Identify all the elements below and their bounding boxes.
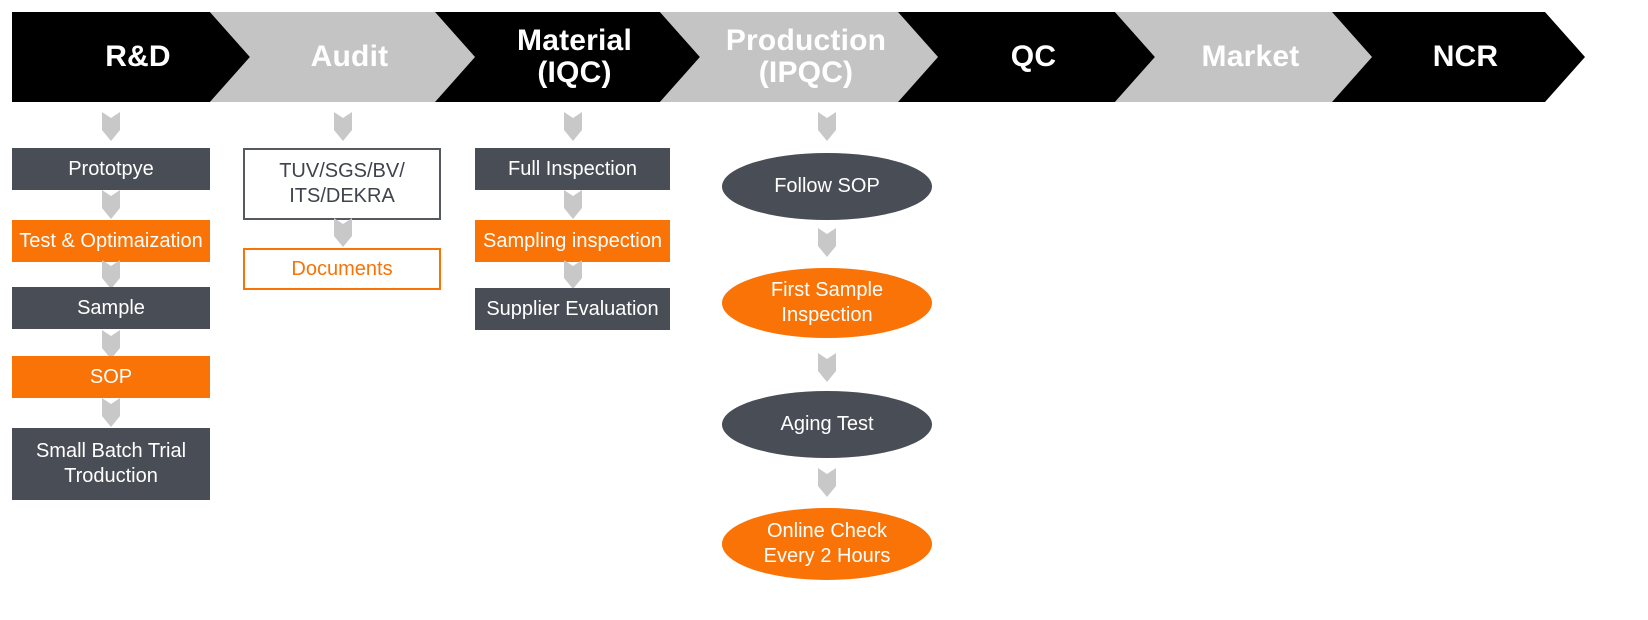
node-label: Supplier Evaluation xyxy=(486,297,659,320)
stage-chevron-market[interactable]: Market xyxy=(1115,12,1372,102)
down-arrow-icon xyxy=(330,112,356,142)
node-material-full-inspection[interactable]: Full Inspection xyxy=(475,148,670,190)
stage-chevron-label: Production (IPQC) xyxy=(725,24,887,89)
stage-chevron-ncr[interactable]: NCR xyxy=(1332,12,1585,102)
node-label: Test & Optimaization xyxy=(19,229,203,252)
node-rd-prototype[interactable]: Prototpye xyxy=(12,148,210,190)
node-label: SOP xyxy=(89,365,133,388)
down-arrow-icon xyxy=(98,330,124,360)
down-arrow-icon xyxy=(560,260,586,290)
stage-chevron-label: Audit xyxy=(310,40,389,74)
down-arrow-icon xyxy=(814,353,840,383)
node-rd-sop[interactable]: SOP xyxy=(12,356,210,398)
node-production-online-check[interactable]: Online Check Every 2 Hours xyxy=(722,508,932,580)
stage-chevron-label: Material (IQC) xyxy=(517,24,632,89)
process-stage-banner: R&D Audit Material (IQC) Production (IPQ… xyxy=(0,12,1648,102)
stage-chevron-label: NCR xyxy=(1432,40,1499,74)
down-arrow-icon xyxy=(98,112,124,142)
node-label: Documents xyxy=(291,257,393,280)
stage-chevron-audit[interactable]: Audit xyxy=(210,12,475,102)
node-label: Small Batch Trial Troduction xyxy=(35,440,187,487)
down-arrow-icon xyxy=(814,468,840,498)
stage-chevron-material[interactable]: Material (IQC) xyxy=(435,12,700,102)
stage-chevron-rd[interactable]: R&D xyxy=(12,12,250,102)
down-arrow-icon xyxy=(98,398,124,428)
stage-chevron-label: Market xyxy=(1201,40,1300,74)
node-label: Follow SOP xyxy=(774,175,880,198)
node-material-supplier-evaluation[interactable]: Supplier Evaluation xyxy=(475,288,670,330)
down-arrow-icon xyxy=(330,218,356,248)
node-rd-small-batch-trial[interactable]: Small Batch Trial Troduction xyxy=(12,428,210,500)
stage-chevron-label: QC xyxy=(1010,40,1057,74)
down-arrow-icon xyxy=(814,112,840,142)
node-audit-certification-bodies[interactable]: TUV/SGS/BV/ ITS/DEKRA xyxy=(243,148,441,220)
down-arrow-icon xyxy=(814,228,840,258)
stage-chevron-label: R&D xyxy=(105,40,171,74)
node-production-follow-sop[interactable]: Follow SOP xyxy=(722,153,932,220)
down-arrow-icon xyxy=(560,190,586,220)
node-label: TUV/SGS/BV/ ITS/DEKRA xyxy=(279,160,405,207)
node-label: Online Check Every 2 Hours xyxy=(763,520,891,567)
node-label: Sampling inspection xyxy=(483,229,662,252)
down-arrow-icon xyxy=(560,112,586,142)
node-rd-sample[interactable]: Sample xyxy=(12,287,210,329)
node-rd-test-optimization[interactable]: Test & Optimaization xyxy=(12,220,210,262)
down-arrow-icon xyxy=(98,260,124,290)
node-audit-documents[interactable]: Documents xyxy=(243,248,441,290)
node-label: Prototpye xyxy=(68,157,154,180)
node-material-sampling-inspection[interactable]: Sampling inspection xyxy=(475,220,670,262)
node-production-first-sample-inspection[interactable]: First Sample Inspection xyxy=(722,268,932,338)
node-production-aging-test[interactable]: Aging Test xyxy=(722,391,932,458)
node-label: Aging Test xyxy=(780,413,874,436)
node-label: First Sample Inspection xyxy=(770,279,884,326)
stage-chevron-production[interactable]: Production (IPQC) xyxy=(660,12,938,102)
node-label: Sample xyxy=(77,296,145,319)
node-label: Full Inspection xyxy=(508,157,637,180)
stage-chevron-qc[interactable]: QC xyxy=(898,12,1155,102)
down-arrow-icon xyxy=(98,190,124,220)
